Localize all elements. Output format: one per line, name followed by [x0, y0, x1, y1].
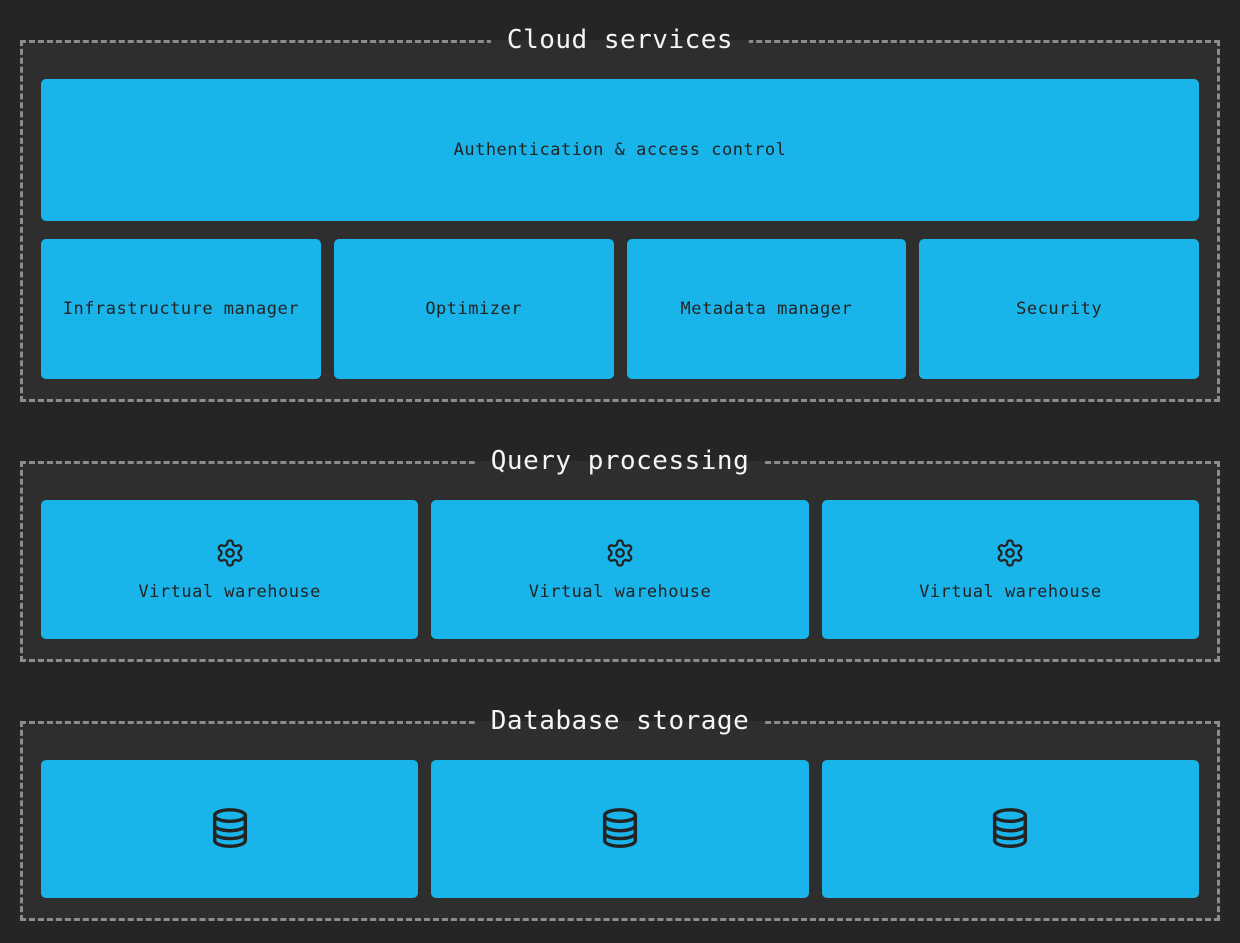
query-processing-row: Virtual warehouse Virtual warehouse Virt…	[41, 500, 1199, 639]
virtual-warehouse-label: Virtual warehouse	[138, 581, 321, 602]
database-box	[821, 760, 1199, 898]
section-title-query-processing: Query processing	[474, 444, 766, 478]
virtual-warehouse-box: Virtual warehouse	[821, 500, 1199, 639]
section-query-processing: Query processing Virtual warehouse Virtu…	[20, 444, 1220, 662]
cloud-services-row: Infrastructure manager Optimizer Metadat…	[41, 239, 1199, 379]
section-title-cloud-services: Cloud services	[490, 23, 750, 57]
database-box	[41, 760, 419, 898]
gear-icon	[217, 538, 243, 567]
gear-icon	[997, 538, 1023, 567]
infrastructure-manager-label: Infrastructure manager	[62, 299, 299, 319]
virtual-warehouse-box: Virtual warehouse	[41, 500, 419, 639]
database-icon	[993, 808, 1028, 848]
virtual-warehouse-label: Virtual warehouse	[528, 581, 712, 602]
virtual-warehouse-box: Virtual warehouse	[431, 500, 809, 639]
database-icon	[212, 808, 247, 848]
auth-access-control-box: Authentication & access control	[41, 79, 1199, 221]
database-box	[431, 760, 809, 898]
metadata-manager-label: Metadata manager	[680, 299, 853, 319]
metadata-manager-box: Metadata manager	[626, 239, 907, 379]
section-title-database-storage: Database storage	[474, 704, 766, 738]
section-database-storage: Database storage	[20, 704, 1220, 921]
database-icon	[602, 808, 638, 848]
database-storage-row	[41, 760, 1199, 898]
security-label: Security	[1016, 299, 1103, 319]
section-cloud-services: Cloud services Authentication & access c…	[20, 23, 1220, 402]
auth-access-control-label: Authentication & access control	[453, 140, 787, 160]
infrastructure-manager-box: Infrastructure manager	[41, 239, 321, 379]
virtual-warehouse-label: Virtual warehouse	[919, 581, 1102, 602]
gear-icon	[607, 538, 633, 567]
optimizer-label: Optimizer	[425, 299, 522, 319]
security-box: Security	[919, 239, 1199, 379]
optimizer-box: Optimizer	[333, 239, 614, 379]
